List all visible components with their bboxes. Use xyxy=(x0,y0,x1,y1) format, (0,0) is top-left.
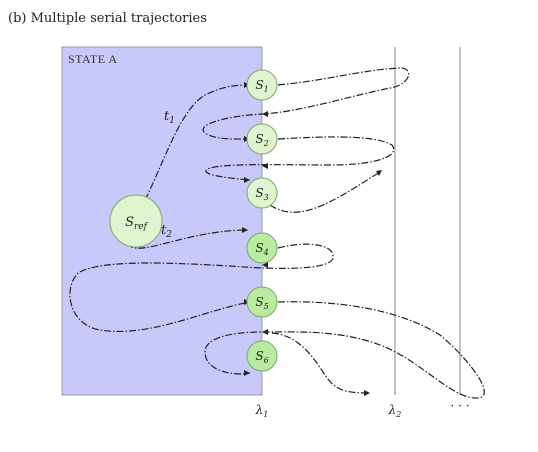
trajectory-label-t2: t2 xyxy=(161,223,172,240)
state-node-s2-label: S2 xyxy=(255,132,268,148)
state-node-s1-circle xyxy=(246,69,278,101)
arrowhead-s5-branch xyxy=(364,390,370,396)
state-node-s3: S3 xyxy=(246,177,278,209)
state-node-s3-circle xyxy=(246,177,278,209)
arrowhead-loop4 xyxy=(262,262,268,268)
state-node-s4-label: S4 xyxy=(255,241,268,257)
arrowhead-loop1 xyxy=(262,111,268,117)
state-node-s2: S2 xyxy=(246,123,278,155)
state-node-s1: S1 xyxy=(246,69,278,101)
state-node-s6: S6 xyxy=(246,340,278,372)
state-node-s6-label: S6 xyxy=(255,349,268,365)
axis-label-lambda1: λ1 xyxy=(255,403,269,419)
branch-s5-path xyxy=(271,332,369,394)
arrowhead-loop2 xyxy=(262,163,268,169)
state-node-s3-label: S3 xyxy=(255,186,268,202)
arrowhead-s3-branch xyxy=(376,170,382,176)
arrowhead-s4 xyxy=(242,227,248,233)
loop-s4-s5-path xyxy=(69,243,334,332)
loop-s1-s2-path xyxy=(202,67,410,140)
trajectory-t1-path xyxy=(144,84,251,201)
arrowhead-loop5 xyxy=(262,329,268,335)
figure-caption: (b) Multiple serial trajectories xyxy=(8,11,207,26)
reference-node-circle xyxy=(109,194,163,248)
trajectory-paths xyxy=(69,67,485,399)
reference-node: Sref xyxy=(109,194,163,248)
reference-node-label: Sref xyxy=(125,215,149,232)
arrowhead-s6 xyxy=(244,370,250,376)
state-node-s4-circle xyxy=(246,232,278,264)
loop-s5-s6-path xyxy=(204,301,485,399)
state-a-label: STATE A xyxy=(68,52,118,66)
trajectory-label-t1: t1 xyxy=(164,109,175,126)
branch-s3-path xyxy=(269,171,381,213)
state-node-s6-circle xyxy=(246,340,278,372)
state-node-s5-label: S5 xyxy=(255,295,268,311)
axis-label-ellipsis: · · · xyxy=(450,399,469,413)
loop-s2-s3-path xyxy=(205,136,395,181)
arrowhead-s3 xyxy=(244,177,250,183)
state-node-s5-circle xyxy=(246,286,278,318)
state-node-s4: S4 xyxy=(246,232,278,264)
axis-label-lambda2: λ2 xyxy=(388,403,402,419)
state-node-s2-circle xyxy=(246,123,278,155)
state-node-s5: S5 xyxy=(246,286,278,318)
state-node-s1-label: S1 xyxy=(255,78,268,94)
